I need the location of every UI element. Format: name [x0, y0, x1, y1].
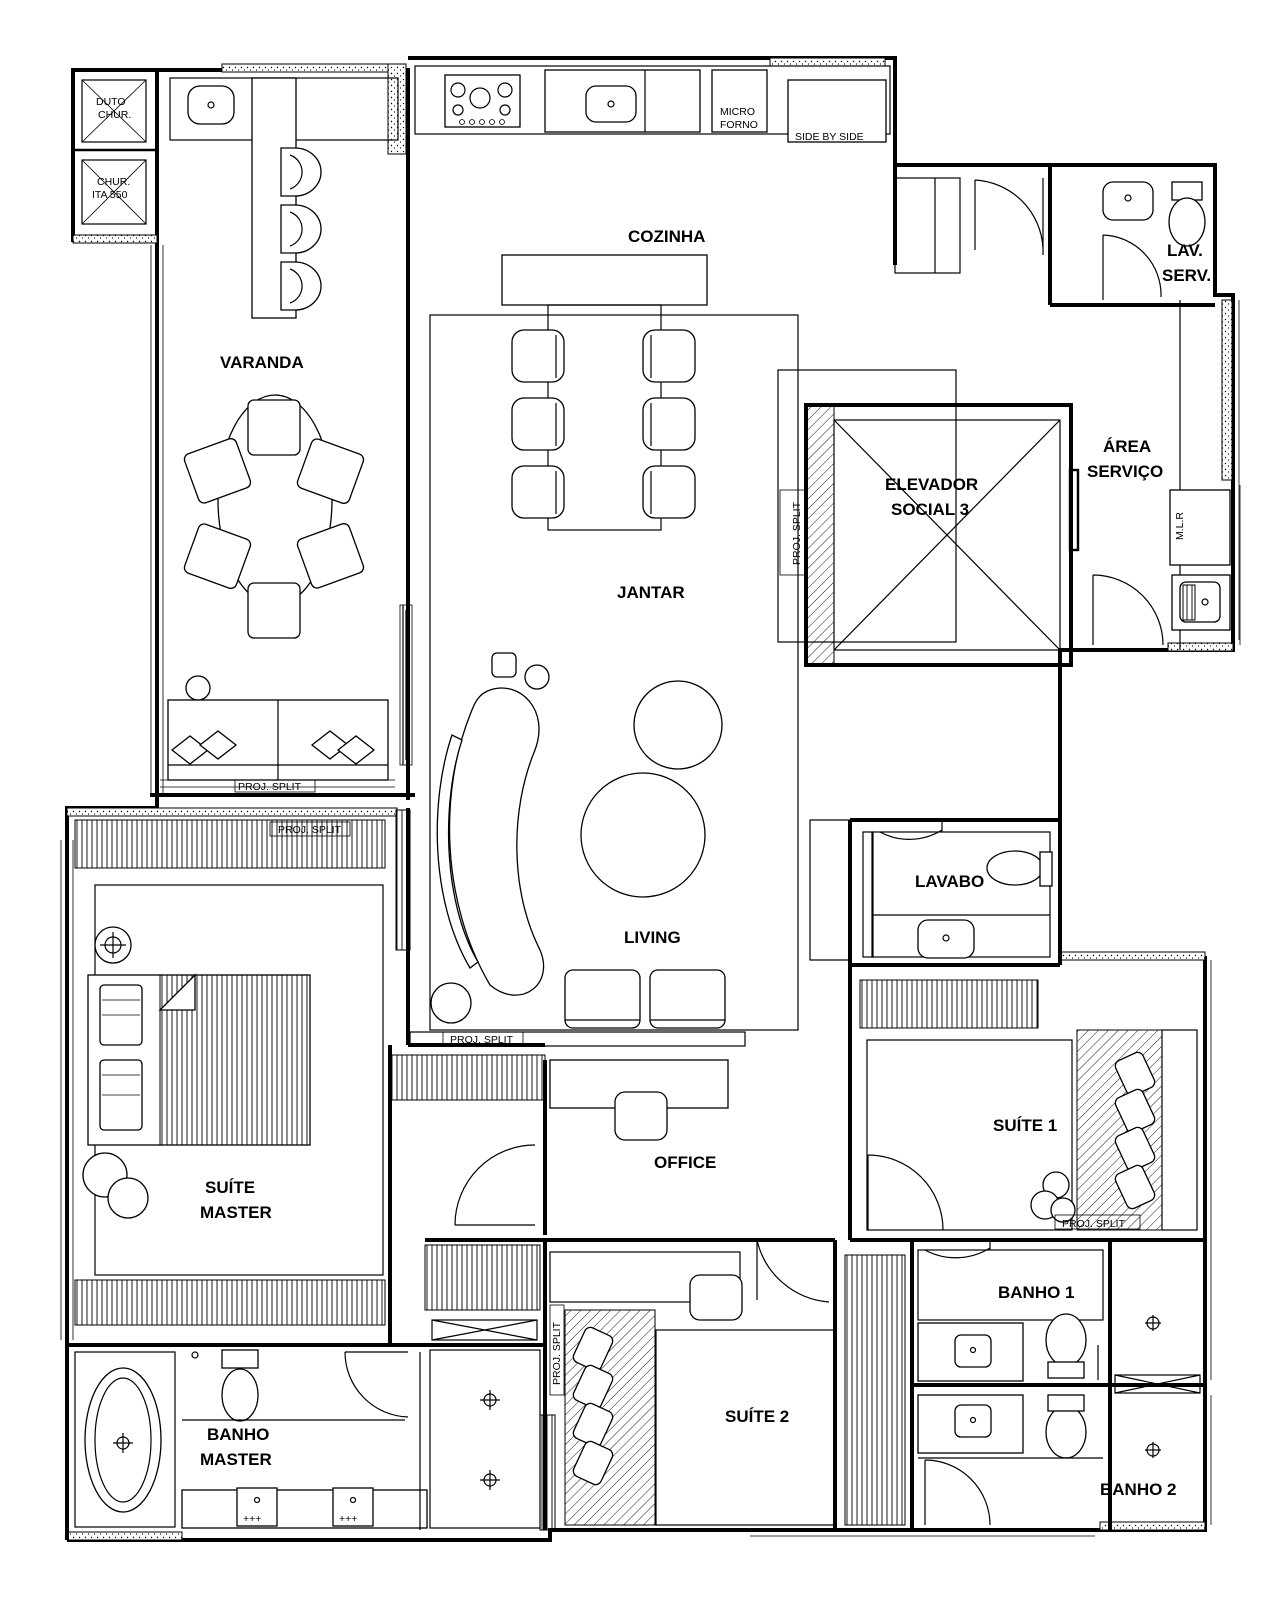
proj-split-suite1: PROJ. SPLIT [1062, 1218, 1126, 1230]
svg-text:+++: +++ [339, 1513, 357, 1525]
office-furniture [409, 1031, 830, 1303]
lavabo-furniture [809, 819, 1053, 961]
label-area-2: SERVIÇO [1087, 462, 1163, 481]
room-labels: COZINHA VARANDA JANTAR LIVING ELEVADOR S… [200, 227, 1211, 1499]
label-elevador-2: SOCIAL 3 [891, 500, 969, 519]
proj-split-varanda: PROJ. SPLIT [238, 781, 302, 793]
label-banho1: BANHO 1 [998, 1283, 1075, 1302]
kitchen-furniture: MICRO FORNO SIDE BY SIDE [414, 65, 1044, 306]
proj-split-suite2: PROJ. SPLIT [551, 1321, 563, 1385]
label-banho-master-2: MASTER [200, 1450, 272, 1469]
svg-text:+++: +++ [243, 1513, 261, 1525]
label-area-1: ÁREA [1103, 437, 1151, 456]
proj-split-jantar: PROJ. SPLIT [791, 501, 803, 565]
varanda-furniture: PROJ. SPLIT PROJ. SPLIT [167, 77, 399, 837]
suite-master-furniture [74, 819, 546, 1341]
label-living: LIVING [624, 928, 681, 947]
proj-split-living: PROJ. SPLIT [450, 1034, 514, 1046]
label-lav-1: LAV. [1167, 241, 1203, 260]
mlr-label: M.L.R [1174, 512, 1186, 540]
duto-label-1: DUTO [96, 96, 126, 108]
duto-chur: DUTO CHUR. CHUR. ITA 550 [72, 79, 158, 244]
banho1-furniture [917, 1240, 1201, 1394]
micro-label-1: MICRO [720, 106, 755, 118]
label-jantar: JANTAR [617, 583, 685, 602]
suite1-furniture: PROJ. SPLIT [859, 979, 1198, 1231]
label-lavabo: LAVABO [915, 872, 984, 891]
label-varanda: VARANDA [220, 353, 304, 372]
micro-label-2: FORNO [720, 119, 758, 131]
banho-master-furniture: +++ +++ [74, 1349, 428, 1530]
label-suite-master-1: SUÍTE [205, 1178, 255, 1197]
suite2-furniture: PROJ. SPLIT [429, 1251, 906, 1531]
label-suite-master-2: MASTER [200, 1203, 272, 1222]
label-elevador-1: ELEVADOR [885, 475, 978, 494]
living-furniture: PROJ. SPLIT PROJ. SPLIT [429, 304, 807, 1047]
chur-label-1: CHUR. [97, 176, 130, 188]
fridge-label: SIDE BY SIDE [795, 131, 864, 143]
windows [60, 245, 1241, 1537]
label-cozinha: COZINHA [628, 227, 705, 246]
label-banho2: BANHO 2 [1100, 1480, 1177, 1499]
service-furniture: M.L.R [1068, 181, 1231, 650]
duto-label-2: CHUR. [98, 109, 131, 121]
banho2-furniture [917, 1394, 1161, 1526]
walls [65, 56, 1235, 1542]
label-banho-master-1: BANHO [207, 1425, 269, 1444]
label-suite2: SUÍTE 2 [725, 1407, 789, 1426]
label-office: OFFICE [654, 1153, 716, 1172]
label-lav-2: SERV. [1162, 266, 1211, 285]
label-suite1: SUÍTE 1 [993, 1116, 1057, 1135]
chur-label-2: ITA 550 [92, 189, 128, 201]
